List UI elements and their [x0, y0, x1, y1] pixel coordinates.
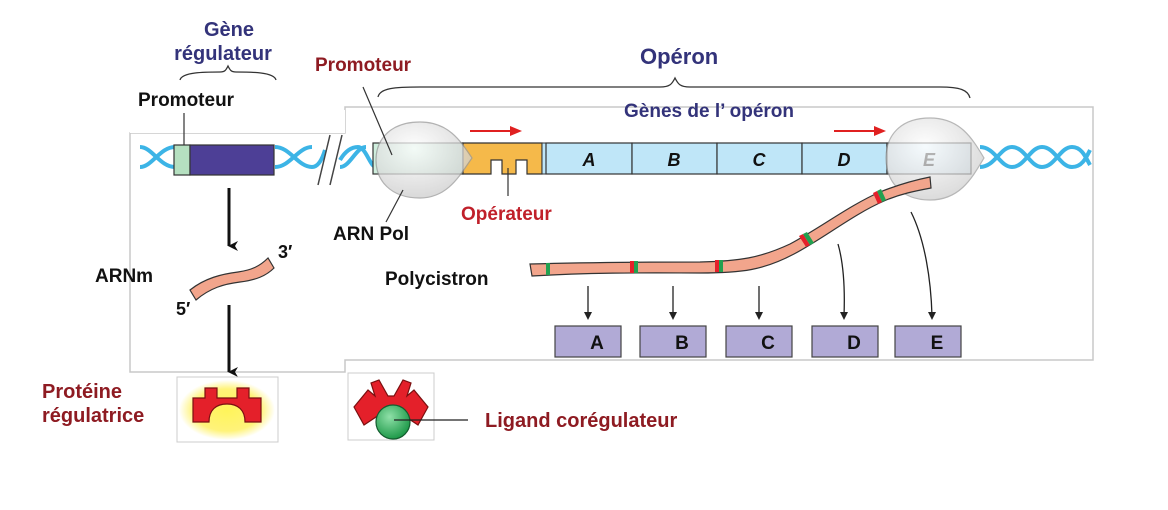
- rna-polymerase-start: [375, 121, 473, 199]
- protein-label-d: D: [847, 333, 861, 354]
- operon-promoter-pointer: [362, 86, 393, 156]
- regulatory-protein-glow: [179, 380, 275, 440]
- rna-polymerase-end: [885, 117, 985, 201]
- regulatory-protein-label-line1: Protéine: [42, 381, 122, 403]
- rna-pol-label: ARN Pol: [333, 224, 409, 245]
- gene-label-c: C: [753, 150, 767, 170]
- protein-e: [894, 325, 962, 358]
- rna-pol-pointer: [385, 189, 404, 223]
- protein-letters: A B C D E: [590, 333, 943, 354]
- gene-label-a: A: [582, 150, 596, 170]
- ligand-icon: [375, 404, 411, 440]
- operon-genes-label: Gènes de l’ opéron: [624, 101, 794, 122]
- five-prime-label: 5′: [176, 299, 190, 319]
- operon-promoter-label: Promoteur: [315, 55, 412, 76]
- gene-letters: A B C D E: [582, 150, 936, 170]
- mrna-label: ARNm: [95, 266, 153, 287]
- regulator-mrna: [189, 257, 275, 301]
- operon-brace: [377, 76, 971, 99]
- regulator-gene-brace: [179, 64, 277, 81]
- translation-arrows: [587, 211, 933, 317]
- gene-label-b: B: [668, 150, 681, 170]
- dna-break-marks: [317, 134, 343, 186]
- protein-a: [554, 325, 622, 358]
- protein-d: [811, 325, 879, 358]
- regulatory-protein-label-line2: régulatrice: [42, 405, 144, 427]
- regulator-gene-title-line2: régulateur: [174, 43, 272, 65]
- protein-label-a: A: [590, 333, 604, 354]
- protein-b: [639, 325, 707, 358]
- dna-helix-right: [979, 144, 1092, 170]
- regulator-promoter-label-bg: [130, 110, 345, 133]
- dna-helix-middle: [338, 144, 377, 169]
- protein-label-b: B: [675, 333, 689, 354]
- three-prime-label: 3′: [278, 242, 292, 262]
- translation-arrowheads: [584, 312, 936, 320]
- regulatory-protein-icon: [192, 387, 262, 423]
- regulator-gene-title-line1: Gène: [204, 19, 254, 41]
- regulator-promoter-region: [173, 144, 191, 176]
- dna-helix-left: [139, 145, 327, 170]
- polycistron-mrna: [529, 176, 932, 277]
- transcription-direction-arrows: [470, 126, 886, 136]
- regulator-gene: [189, 144, 275, 176]
- protein-c: [725, 325, 793, 358]
- ligand-label: Ligand corégulateur: [485, 410, 677, 432]
- gene-label-d: D: [838, 150, 851, 170]
- protein-label-e: E: [931, 333, 944, 354]
- protein-boxes: [554, 325, 962, 358]
- operator-label: Opérateur: [461, 204, 552, 225]
- operon-title: Opéron: [640, 44, 718, 69]
- ribosome-binding-marks: [546, 189, 886, 275]
- polycistron-label: Polycistron: [385, 269, 488, 290]
- protein-label-c: C: [761, 333, 775, 354]
- regulator-promoter-label: Promoteur: [138, 90, 235, 111]
- operator-region: [462, 142, 543, 175]
